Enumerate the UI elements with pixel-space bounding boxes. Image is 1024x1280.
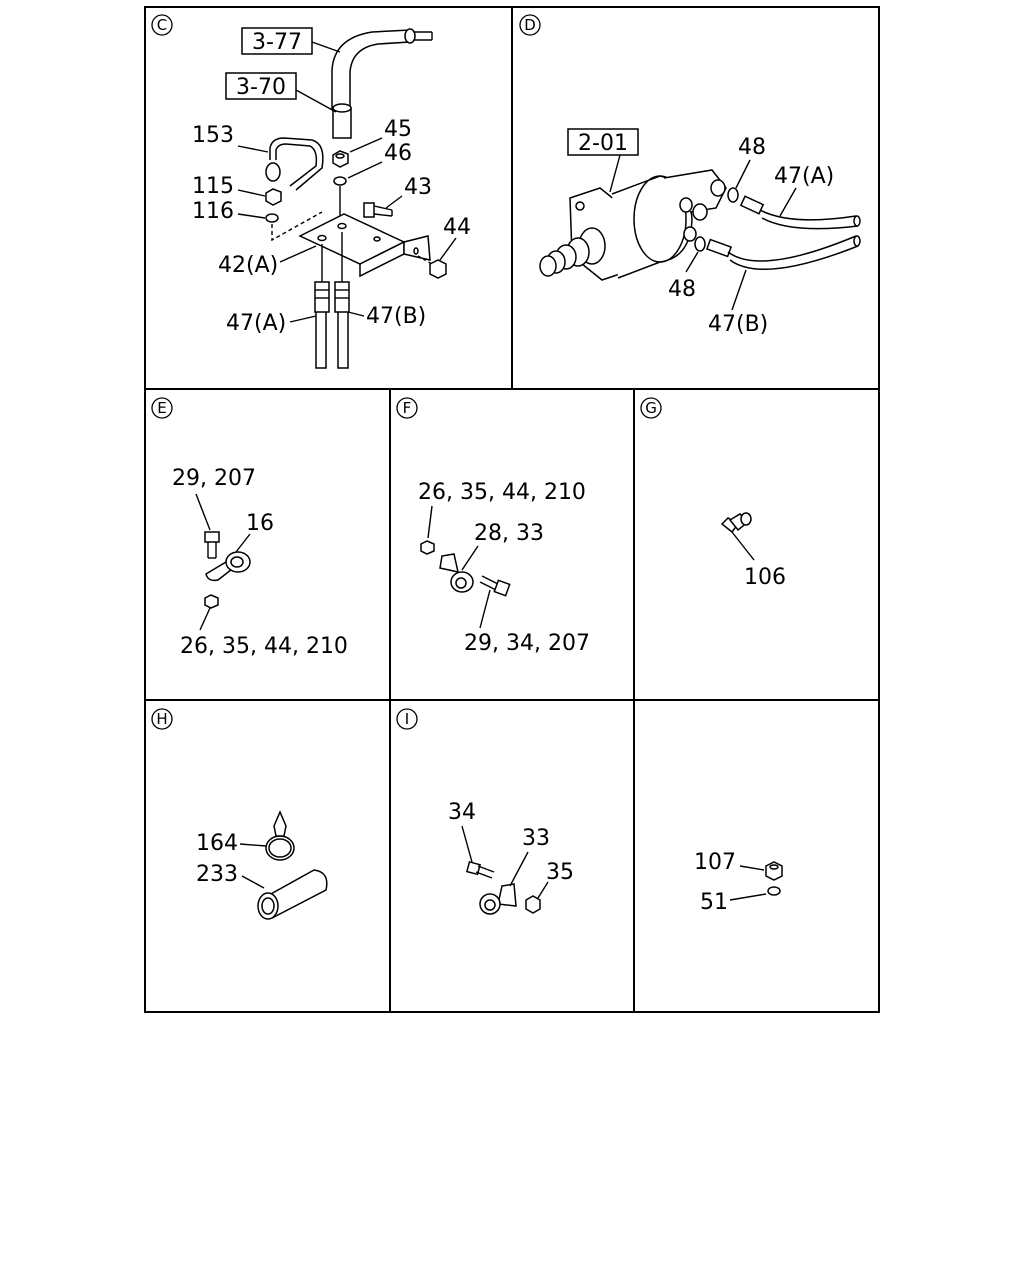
part-label: 48 [668, 277, 696, 302]
part-label: 47(A) [774, 164, 834, 189]
section-marker-f: F [396, 397, 418, 419]
svg-text:E: E [157, 399, 166, 417]
part-label: 26, 35, 44, 210 [180, 634, 348, 659]
reference-box [241, 27, 313, 55]
svg-text:D: D [524, 16, 536, 34]
panel-g: 106 [720, 512, 786, 590]
part-label: 47(B) [708, 312, 768, 337]
part-label: 16 [246, 511, 274, 536]
part-label: 51 [700, 890, 728, 915]
clamp-part [479, 883, 517, 915]
part-label: 29, 34, 207 [464, 631, 590, 656]
clamp-part [439, 553, 474, 593]
washer-part [265, 213, 279, 223]
washer-part [727, 187, 739, 203]
section-marker-g: G [640, 397, 662, 419]
svg-text:I: I [405, 710, 409, 728]
section-marker-c: C [151, 14, 173, 36]
part-label: 42(A) [218, 253, 278, 278]
panel-c: 3-77 3-70 153 45 46 115 116 [192, 27, 471, 369]
part-label: 47(A) [226, 311, 286, 336]
panel-e: 29, 207 16 26, 35, 44, 210 [172, 466, 348, 659]
part-label: 33 [522, 826, 550, 851]
part-label: 43 [404, 175, 432, 200]
washer-part [767, 886, 781, 896]
part-label: 47(B) [366, 304, 426, 329]
nut-part [204, 594, 219, 609]
bolt-part [479, 575, 511, 597]
bolt-part [204, 531, 220, 559]
svg-text:G: G [645, 399, 657, 417]
part-label: 106 [744, 565, 786, 590]
reference-box [225, 72, 297, 100]
part-label: 44 [443, 215, 471, 240]
section-marker-e: E [151, 397, 173, 419]
svg-text:C: C [157, 16, 167, 34]
nut-part [765, 861, 783, 881]
connector-part [332, 103, 352, 139]
panel-j: 107 51 [694, 850, 783, 915]
washer-part [333, 176, 347, 186]
panel-f: 26, 35, 44, 210 28, 33 29, 34, 207 [418, 480, 590, 656]
part-label: 26, 35, 44, 210 [418, 480, 586, 505]
reference-box [567, 128, 639, 156]
washer-part [694, 236, 706, 252]
panel-d: 2-01 48 48 47(A) 47(B) [539, 128, 861, 337]
part-label: 45 [384, 117, 412, 142]
pipe-part [265, 137, 324, 191]
hose-part [314, 232, 350, 369]
bolt-part [363, 202, 393, 218]
hose-clamp-part [265, 810, 295, 861]
svg-text:F: F [403, 399, 412, 417]
part-label: 233 [196, 862, 238, 887]
part-ref-label: 3-70 [236, 75, 286, 100]
part-label: 29, 207 [172, 466, 256, 491]
section-marker-h: H [151, 708, 173, 730]
part-label: 35 [546, 860, 574, 885]
nut-part [525, 895, 541, 914]
bolt-part [465, 860, 495, 879]
part-label: 28, 33 [474, 521, 544, 546]
part-label: 46 [384, 141, 412, 166]
nut-part [332, 150, 349, 168]
panel-i: 34 33 35 [448, 800, 574, 915]
nut-part [265, 188, 282, 206]
part-ref-label: 2-01 [578, 131, 628, 156]
part-label: 115 [192, 174, 234, 199]
bracket-part [298, 213, 431, 278]
part-label: 34 [448, 800, 476, 825]
hose-part [739, 195, 861, 230]
part-label: 107 [694, 850, 736, 875]
part-label: 153 [192, 123, 234, 148]
part-label: 164 [196, 831, 238, 856]
section-marker-d: D [519, 14, 541, 36]
clamp-part [205, 551, 251, 582]
hose-part [331, 28, 433, 110]
panel-grid [144, 6, 880, 1013]
hose-part [705, 235, 861, 270]
fitting-part [720, 512, 752, 534]
nut-part [429, 259, 447, 279]
hose-sleeve-part [257, 869, 328, 920]
section-marker-i: I [396, 708, 418, 730]
part-ref-label: 3-77 [252, 30, 302, 55]
panel-h: 164 233 [196, 810, 328, 920]
svg-text:H: H [156, 710, 167, 728]
part-label: 116 [192, 199, 234, 224]
clutch-booster-part [539, 169, 727, 281]
part-label: 48 [738, 135, 766, 160]
nut-part [420, 540, 435, 555]
